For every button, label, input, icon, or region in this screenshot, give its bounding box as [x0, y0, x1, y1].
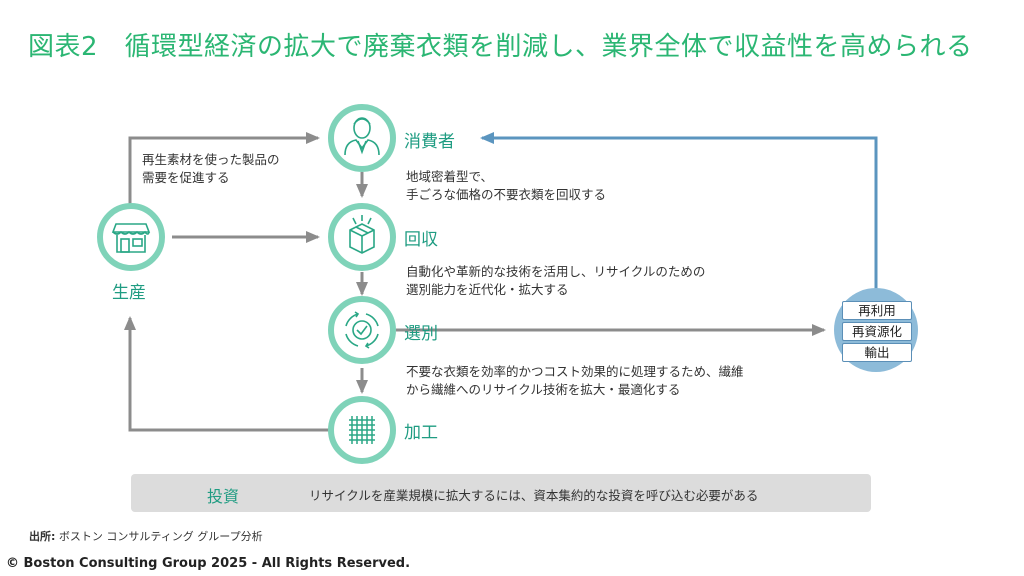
arrow-production-to-consumer: [128, 132, 320, 205]
desc-line: 需要を促進する: [142, 170, 230, 185]
arrow-outlets-to-consumer: [480, 132, 878, 302]
gray-arrows: [124, 132, 826, 432]
page-title: 図表2 循環型経済の拡大で廃棄衣類を削減し、業界全体で収益性を高められる: [28, 32, 973, 62]
desc-line: 選別能力を近代化・拡大する: [406, 282, 569, 297]
store-icon: [111, 223, 151, 253]
desc-line: 再生素材を使った製品の: [142, 152, 280, 167]
desc-sorting-to-processing: 不要な衣類を効率的かつコスト効果的に処理するため、繊維 から繊維へのリサイクル技…: [406, 363, 744, 399]
desc-line: 自動化や革新的な技術を活用し、リサイクルのための: [406, 264, 706, 279]
arrow-processing-to-production: [124, 316, 330, 432]
production-circle: [97, 203, 165, 271]
desc-collection-to-sorting: 自動化や革新的な技術を活用し、リサイクルのための 選別能力を近代化・拡大する: [406, 263, 705, 299]
node-circles: [97, 104, 396, 464]
source-text: ボストン コンサルティング グループ分析: [58, 530, 263, 543]
desc-consumer-to-collection: 地域密着型で、 手ごろな価格の不要衣類を回収する: [406, 168, 606, 204]
desc-line: から繊維へのリサイクル技術を拡大・最適化する: [406, 382, 681, 397]
textile-icon: [349, 416, 375, 444]
desc-line: 不要な衣類を効率的かつコスト効果的に処理するため、繊維: [406, 364, 744, 379]
outlet-recycle-badge: 再資源化: [842, 322, 912, 341]
desc-production-to-consumer: 再生素材を使った製品の 需要を促進する: [142, 151, 280, 187]
node-label-production: 生産: [112, 283, 146, 303]
node-label-sorting: 選別: [404, 324, 438, 344]
source-note: 出所: ボストン コンサルティング グループ分析: [29, 528, 263, 544]
desc-line: 手ごろな価格の不要衣類を回収する: [406, 187, 607, 202]
node-label-consumer: 消費者: [404, 132, 455, 152]
box-icon: [349, 215, 375, 254]
investment-text: リサイクルを産業規模に拡大するには、資本集約的な投資を呼び込む必要がある: [309, 488, 759, 503]
outlet-export-badge: 輸出: [842, 343, 912, 362]
node-label-processing: 加工: [404, 423, 438, 443]
source-label: 出所:: [29, 530, 56, 543]
outlet-reuse-badge: 再利用: [842, 301, 912, 320]
sorting-circle: [328, 296, 396, 364]
investment-title: 投資: [207, 487, 240, 506]
copyright: © Boston Consulting Group 2025 - All Rig…: [6, 556, 411, 571]
investment-bar: 投資 リサイクルを産業規模に拡大するには、資本集約的な投資を呼び込む必要がある: [131, 474, 871, 512]
sort-cycle-icon: [345, 311, 379, 349]
node-label-collection: 回収: [404, 230, 438, 250]
desc-line: 地域密着型で、: [406, 169, 494, 184]
person-icon: [344, 117, 380, 156]
